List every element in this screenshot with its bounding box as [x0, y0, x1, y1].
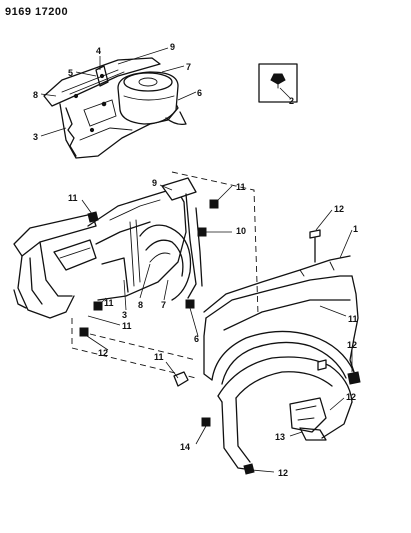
- leader-lines: [40, 47, 353, 473]
- callout-4: 4: [96, 46, 101, 56]
- callout-9b: 9: [152, 178, 157, 188]
- callout-12e: 14: [180, 442, 190, 452]
- callout-11a: 11: [68, 193, 78, 203]
- callout-11b: 11: [236, 182, 246, 192]
- callout-11c: 6: [194, 334, 199, 344]
- callout-6a: 6: [197, 88, 202, 98]
- callout-10: 10: [236, 226, 246, 236]
- callout-7b: 8: [138, 300, 143, 310]
- splash-shield: [201, 356, 353, 475]
- front-structure: [13, 177, 219, 337]
- callout-12b: 11: [348, 314, 358, 324]
- front-fender: [203, 255, 359, 385]
- inset-clip-nut: [258, 63, 298, 103]
- callout-labels: 9 4 7 5 8 6 3 2 11 9 11 12 1 10 11 3 8 7…: [33, 42, 358, 478]
- callout-3b: 11: [104, 298, 114, 308]
- inset-upper-shield: [43, 57, 187, 159]
- callout-3a: 3: [33, 132, 38, 142]
- callout-5: 5: [68, 68, 73, 78]
- callout-1: 1: [353, 224, 358, 234]
- callout-13: 12: [346, 392, 356, 402]
- callout-6b: 7: [161, 300, 166, 310]
- callout-11d: 11: [122, 321, 132, 331]
- diagram-code: 9169 17200: [5, 6, 69, 18]
- callout-2: 2: [289, 96, 294, 106]
- callout-14: 13: [275, 432, 285, 442]
- callout-8a: 8: [33, 90, 38, 100]
- body-outline-dashed: [71, 171, 259, 379]
- callout-12c: 11: [154, 352, 164, 362]
- bolts: [173, 229, 361, 387]
- callout-15: 12: [278, 468, 288, 478]
- callout-11e: 12: [98, 348, 108, 358]
- callout-8b: 3: [122, 310, 127, 320]
- callout-12d: 12: [347, 340, 357, 350]
- callout-7a: 7: [186, 62, 191, 72]
- callout-9a: 9: [170, 42, 175, 52]
- callout-12a: 12: [334, 204, 344, 214]
